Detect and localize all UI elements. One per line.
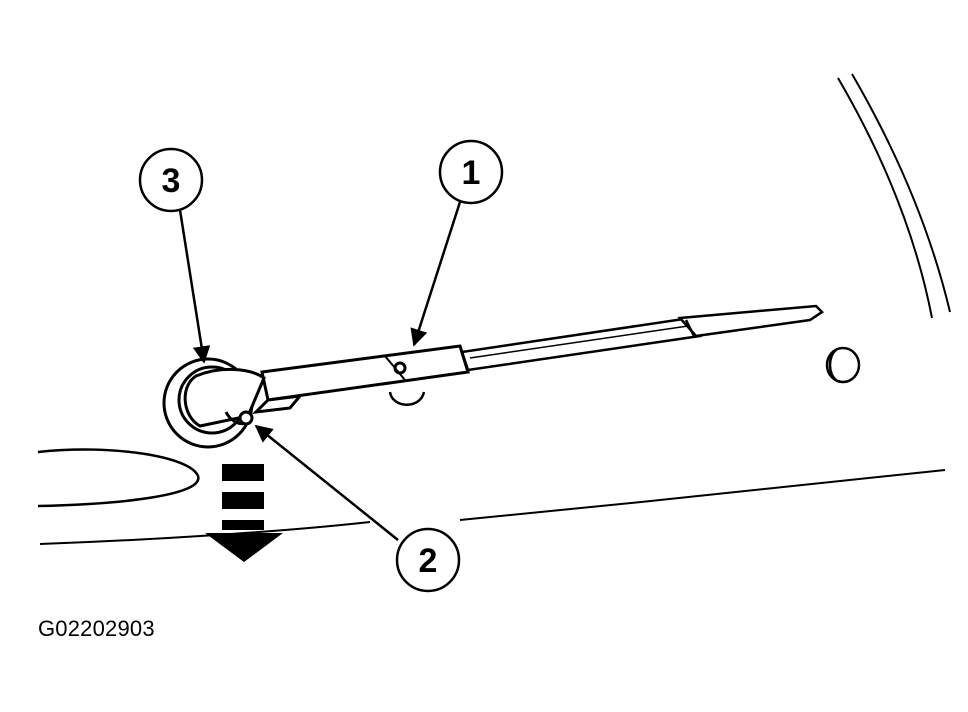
wiper-blade [460, 304, 824, 372]
arm-spring [388, 391, 426, 406]
figure-id: G02202903 [38, 616, 155, 641]
pivot-cap [162, 357, 266, 449]
leader-line-1 [410, 201, 462, 347]
callout-1-label: 1 [462, 154, 481, 192]
body-opening-oval [37, 448, 200, 508]
callout-3-label: 3 [162, 162, 181, 200]
plug-grommet [825, 346, 861, 384]
leader-line-3 [178, 209, 211, 364]
leader-lines [178, 201, 462, 541]
wiper-arm [251, 344, 470, 414]
callout-3: 3 [138, 147, 204, 213]
leader-line-2 [254, 424, 399, 541]
callout-2-label: 2 [419, 542, 438, 580]
callout-2: 2 [395, 527, 461, 593]
direction-arrow-down [205, 464, 283, 562]
callout-1: 1 [438, 139, 504, 205]
